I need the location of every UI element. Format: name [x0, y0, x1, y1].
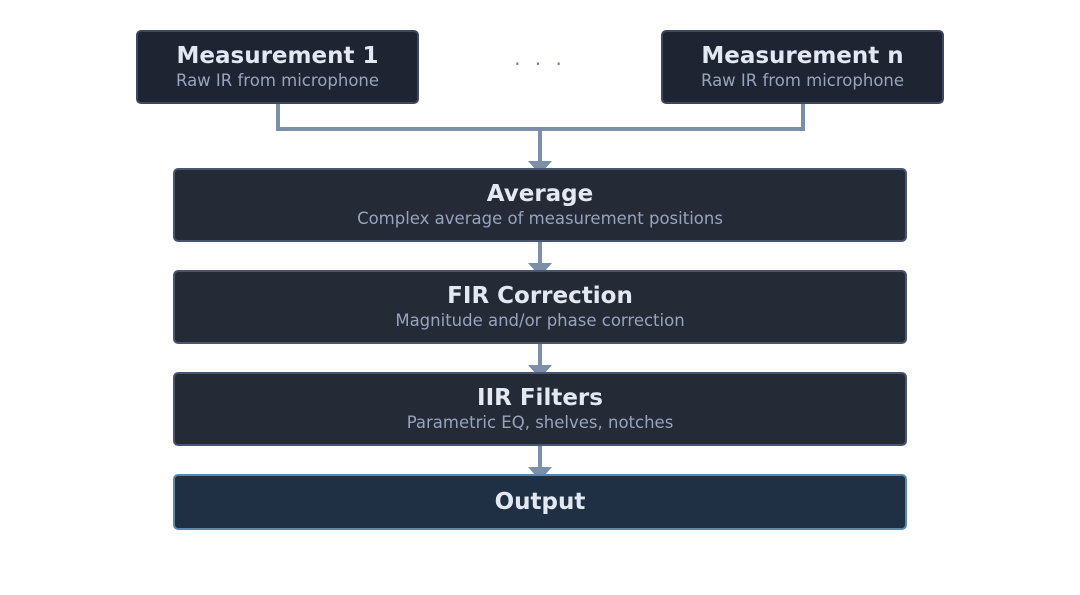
average-title: Average: [486, 180, 594, 207]
measurement-1-box: Measurement 1 Raw IR from microphone: [136, 30, 419, 104]
arrowhead-icon: [528, 365, 552, 374]
arrowhead-icon: [528, 161, 552, 170]
arrowhead-icon: [528, 467, 552, 476]
measurement-n-box: Measurement n Raw IR from microphone: [661, 30, 944, 104]
iir-filters-subtitle: Parametric EQ, shelves, notches: [406, 412, 674, 432]
arrowhead-icon: [528, 263, 552, 272]
average-subtitle: Complex average of measurement positions: [357, 208, 723, 228]
output-title: Output: [494, 489, 586, 515]
iir-filters-box: IIR Filters Parametric EQ, shelves, notc…: [173, 372, 907, 446]
measurement-1-subtitle: Raw IR from microphone: [175, 70, 380, 90]
output-box: Output: [173, 474, 907, 530]
fir-correction-subtitle: Magnitude and/or phase correction: [395, 310, 685, 330]
fir-correction-box: FIR Correction Magnitude and/or phase co…: [173, 270, 907, 344]
measurement-n-subtitle: Raw IR from microphone: [700, 70, 905, 90]
average-box: Average Complex average of measurement p…: [173, 168, 907, 242]
measurement-n-title: Measurement n: [701, 42, 904, 69]
ellipsis: . . .: [514, 46, 566, 70]
iir-filters-title: IIR Filters: [477, 384, 603, 411]
fir-correction-title: FIR Correction: [447, 282, 633, 309]
measurement-1-title: Measurement 1: [176, 42, 379, 69]
